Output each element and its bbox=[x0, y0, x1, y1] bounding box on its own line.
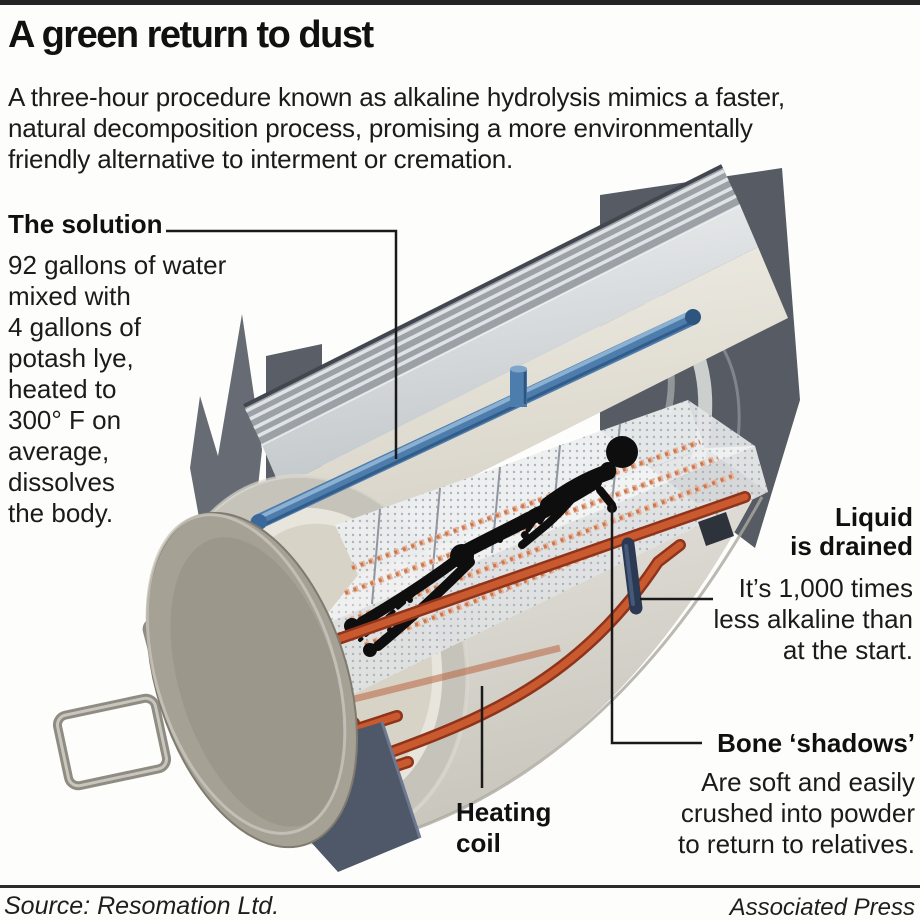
heating-coil-rear-run bbox=[349, 644, 561, 704]
page-title: A green return to dust bbox=[8, 14, 374, 56]
pipe-inlet-stub bbox=[510, 365, 527, 407]
vessel-bottom-edge bbox=[351, 496, 764, 850]
leader-lines bbox=[166, 229, 713, 788]
top-rule-bar bbox=[0, 0, 920, 5]
bone-leader-line bbox=[610, 505, 702, 745]
lid bbox=[145, 511, 358, 849]
intro-paragraph: A three-hour procedure known as alkaline… bbox=[8, 82, 785, 174]
bone-heading: Bone ‘shadows’ bbox=[717, 728, 915, 758]
water-pipe bbox=[250, 309, 701, 530]
footer-rule bbox=[0, 885, 920, 888]
source-credit: Source: Resomation Ltd. bbox=[4, 892, 280, 920]
coil-clamp bbox=[698, 512, 734, 546]
solution-heading: The solution bbox=[8, 209, 163, 239]
solution-leader-line bbox=[166, 229, 398, 459]
drain-pipe bbox=[621, 537, 643, 615]
agency-credit: Associated Press bbox=[729, 894, 915, 920]
